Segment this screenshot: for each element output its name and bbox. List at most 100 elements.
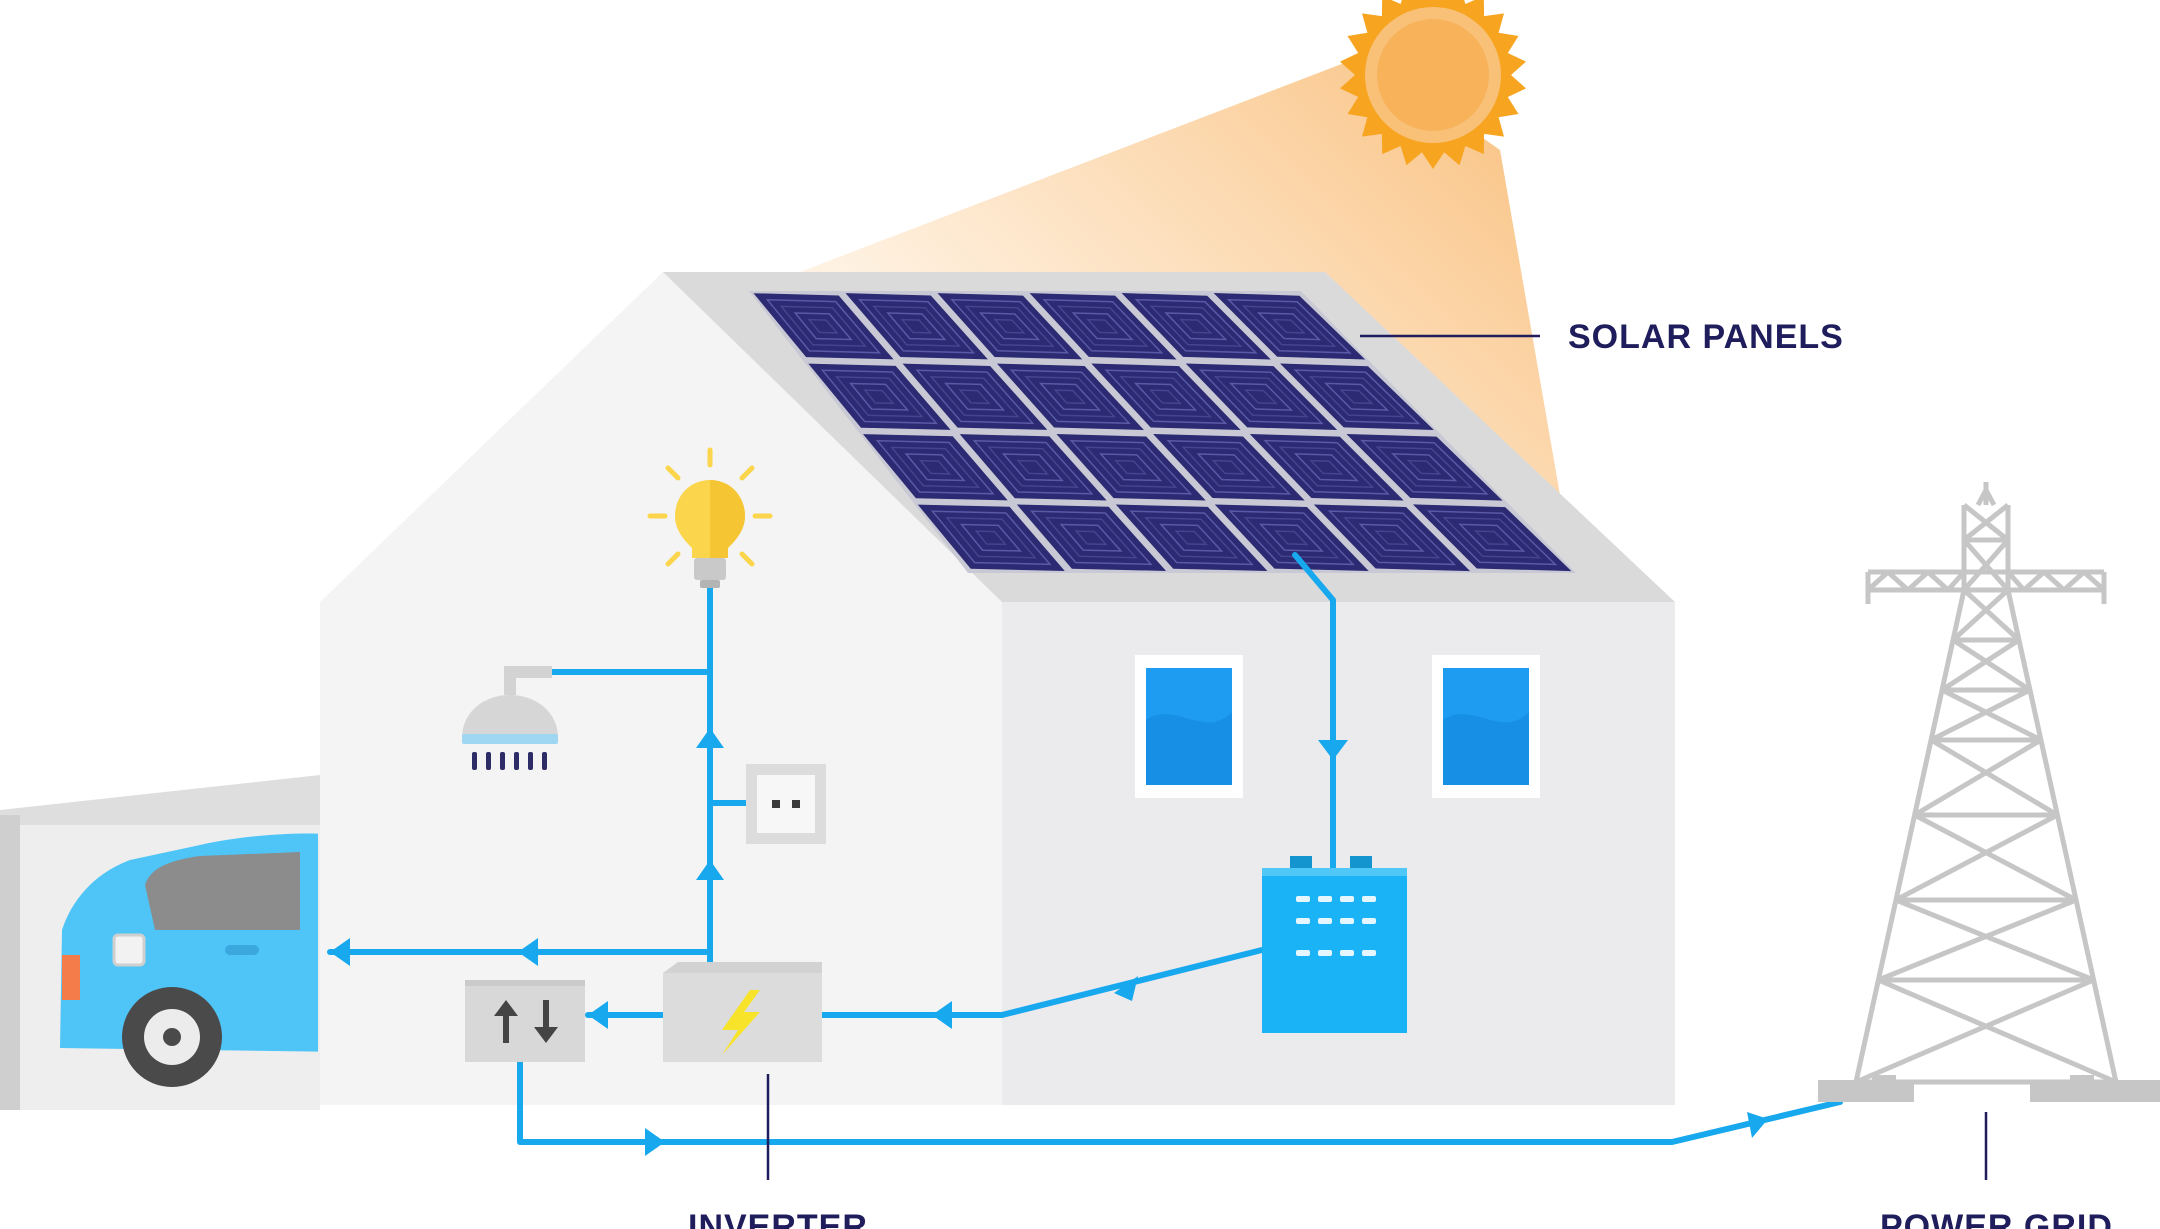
tower-strut xyxy=(1877,897,2095,983)
solar-panel-cell-pattern xyxy=(1278,446,1375,489)
solar-panel-cell-pattern xyxy=(793,312,853,341)
power-tower-icon xyxy=(1853,482,2119,1085)
solar-panel-cell-pattern xyxy=(993,318,1026,334)
tower-strut xyxy=(1951,588,2021,642)
solar-panel-cell-pattern xyxy=(765,299,882,354)
solar-panel-cell xyxy=(1249,434,1404,501)
solar-panel-cell xyxy=(959,434,1107,501)
solar-panels-label: SOLAR PANELS xyxy=(1568,318,1844,356)
solar-panel-cell-pattern xyxy=(1442,516,1542,559)
solar-panel-cell-pattern xyxy=(918,459,952,475)
battery-icon xyxy=(1262,856,1407,1033)
solar-panel-cell-pattern xyxy=(890,446,981,488)
solar-panel-cell-pattern xyxy=(1228,510,1356,566)
solar-panel-cell-pattern xyxy=(1458,523,1526,552)
solar-panel-cell-pattern xyxy=(1196,453,1261,482)
solar-panel-cell-pattern xyxy=(872,305,961,347)
inverter-box xyxy=(663,962,822,1062)
solar-panel-cell xyxy=(1280,363,1434,430)
car-icon xyxy=(60,833,318,1087)
sun-icon xyxy=(1340,0,1526,169)
flow-arrows xyxy=(330,728,1768,1156)
solar-panel-cell-pattern xyxy=(1001,453,1065,482)
solar-panel-cell-pattern xyxy=(1144,517,1239,559)
solar-panel-cell xyxy=(1214,504,1369,571)
solar-panel-cell-pattern xyxy=(1358,523,1425,552)
solar-panel-cell-pattern xyxy=(1426,510,1558,566)
arrow-meter-lower-left xyxy=(518,938,538,966)
tower-strut xyxy=(1865,590,2107,604)
solar-panel-cell-pattern xyxy=(1164,312,1228,341)
solar-panel-cell xyxy=(845,293,988,360)
meter-box xyxy=(465,980,585,1062)
solar-panel-cell-pattern xyxy=(1243,389,1278,405)
solar-panel-cell-pattern xyxy=(1071,312,1134,341)
label-power-grid: POWER GRID xyxy=(1880,1112,2112,1229)
solar-panel-cell-pattern xyxy=(1178,318,1213,334)
solar-panel-cell-pattern xyxy=(1056,305,1149,348)
arrow-into-inverter xyxy=(932,1001,952,1029)
solar-panel-cell-pattern xyxy=(1069,439,1193,495)
arrow-panel-to-battery xyxy=(1318,740,1348,760)
solar-panel-cell-pattern xyxy=(904,453,966,482)
tower-strut xyxy=(1866,569,2106,593)
solar-panel-cell-pattern xyxy=(857,298,976,354)
solar-panel-cell-pattern xyxy=(958,389,991,405)
solar-panel-cell-pattern xyxy=(1134,298,1258,354)
solar-panel-cell-pattern xyxy=(1274,530,1309,546)
solar-panel-cell-pattern xyxy=(1243,517,1340,559)
solar-panel-cell-pattern xyxy=(1339,389,1374,405)
solar-panel-cell-pattern xyxy=(1256,312,1322,341)
solar-panel-cell xyxy=(1091,363,1241,430)
solar-panel-cell-pattern xyxy=(1133,382,1198,411)
arrow-to-grid-slope xyxy=(1747,1112,1768,1138)
solar-panel-cell-pattern xyxy=(779,305,867,347)
solar-panel-cell-pattern xyxy=(1129,510,1254,566)
solar-panel-cell-pattern xyxy=(1375,446,1474,489)
solar-panel-cell-pattern xyxy=(1308,375,1405,418)
solar-panel-cell-pattern xyxy=(945,517,1037,559)
solar-panel-cell-pattern xyxy=(1391,453,1458,482)
solar-panel-cell-pattern xyxy=(807,318,839,334)
solar-panel-cell-pattern xyxy=(1241,305,1337,348)
solar-panel-cell-pattern xyxy=(1293,369,1421,425)
solar-panel-cell-pattern xyxy=(1211,459,1246,475)
solar-panel-cell xyxy=(1121,293,1271,360)
solar-panel-cell-pattern xyxy=(1084,446,1178,488)
solar-panel-cell-pattern xyxy=(1360,439,1489,495)
solar-panel-cell-pattern xyxy=(987,446,1079,488)
solar-panel-cell-pattern xyxy=(1174,530,1209,546)
solar-panel-cell xyxy=(1313,504,1471,572)
solar-panel-cell-pattern xyxy=(1059,523,1123,552)
inverter-label: INVERTER xyxy=(688,1208,868,1229)
solar-panel-cell-pattern xyxy=(974,530,1008,546)
solar-panel-cell-pattern xyxy=(959,523,1022,552)
tower-strut xyxy=(1855,977,2117,1085)
solar-panel-cell xyxy=(1213,293,1366,360)
solar-panel-cell-pattern xyxy=(1374,530,1409,546)
solar-panel-cell-pattern xyxy=(1113,459,1148,475)
solar-panel-cell-pattern xyxy=(834,376,924,418)
solar-panel-cell xyxy=(753,293,894,360)
label-solar-panels: SOLAR PANELS xyxy=(1360,318,1844,356)
solar-panel-cell-pattern xyxy=(1086,318,1120,334)
solar-panel-cell-pattern xyxy=(1166,439,1292,495)
solar-panel-cell xyxy=(902,363,1048,430)
solar-panel-cell-pattern xyxy=(930,510,1052,566)
solar-panel-cell xyxy=(808,363,951,430)
solar-panel-cell-pattern xyxy=(875,439,995,495)
solar-panel-cell-pattern xyxy=(1198,369,1324,425)
solar-panel-cell-pattern xyxy=(1024,376,1117,418)
solar-panel-cell-pattern xyxy=(1038,382,1102,411)
label-inverter: INVERTER xyxy=(688,1074,868,1229)
window-left xyxy=(1135,655,1243,798)
solar-panel-cell-pattern xyxy=(1104,369,1228,425)
solar-panel-cell-pattern xyxy=(1473,530,1510,546)
tower-bases xyxy=(1818,1075,2160,1102)
solar-panel-cell xyxy=(1185,363,1338,430)
solar-panel-cell-pattern xyxy=(1044,517,1138,559)
solar-panel-cell-pattern xyxy=(1148,389,1183,405)
solar-panel-cell-pattern xyxy=(1159,523,1224,552)
tower-strut xyxy=(1929,687,2043,743)
solar-panel-cell xyxy=(1029,293,1177,360)
